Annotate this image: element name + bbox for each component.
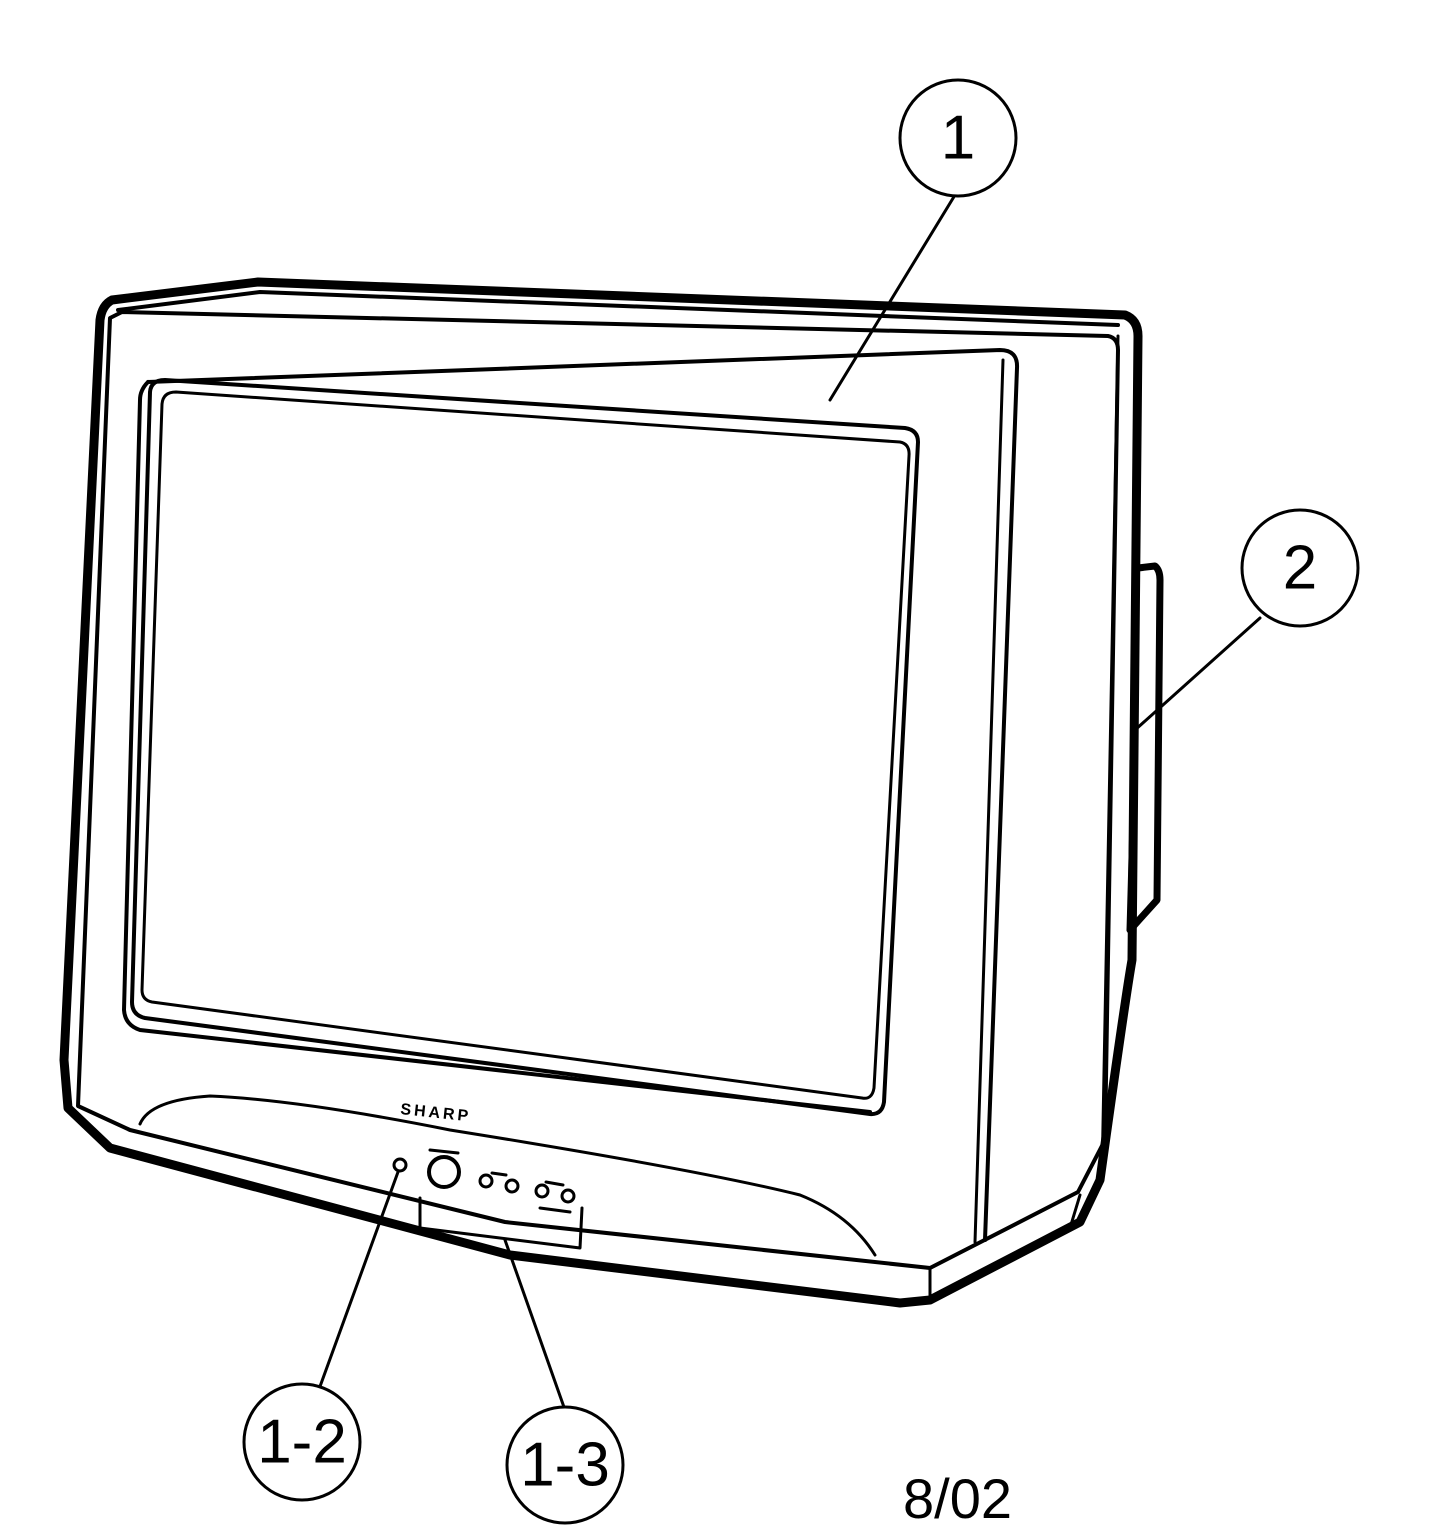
power-indicator-led xyxy=(392,1157,408,1173)
leader-line-2 xyxy=(1133,616,1262,732)
cabinet-side-line-1 xyxy=(1100,334,1120,1180)
date-code: 8/02 xyxy=(903,1467,1012,1530)
screen-surround-inner-rail xyxy=(973,358,1005,1244)
volume-label-mark xyxy=(490,1171,508,1177)
rear-side-panel-inner xyxy=(1126,568,1140,932)
control-panel-curve xyxy=(138,1094,877,1257)
front-bezel xyxy=(76,310,1120,1270)
callout-label: 1-2 xyxy=(257,1408,347,1477)
screen-outer xyxy=(130,378,920,1117)
cabinet-side-line-2 xyxy=(1068,1193,1082,1230)
callout-label: 2 xyxy=(1283,534,1317,603)
screen-inner xyxy=(140,390,911,1100)
channel-button-2 xyxy=(560,1188,576,1204)
leader-line-1-3 xyxy=(503,1238,567,1412)
channel-button-1 xyxy=(534,1183,550,1199)
channel-label-mark xyxy=(538,1180,572,1214)
callout-1-2: 1-2 xyxy=(242,1382,362,1502)
callout-1: 1 xyxy=(898,78,1018,198)
callout-label: 1 xyxy=(941,104,975,173)
leader-line-1-2 xyxy=(316,1170,400,1394)
power-button-label-mark xyxy=(428,1148,460,1155)
leader-line-1 xyxy=(828,193,957,402)
control-group-bracket xyxy=(418,1196,584,1250)
main-power-button xyxy=(427,1155,461,1189)
screen-surround xyxy=(122,348,1020,1242)
volume-button-2 xyxy=(504,1178,520,1194)
cabinet-top-edge xyxy=(116,290,1120,327)
callout-1-3: 1-3 xyxy=(505,1405,625,1525)
rear-side-panel xyxy=(1126,562,1164,934)
volume-button-1 xyxy=(478,1173,494,1189)
tv-cabinet-outline xyxy=(59,277,1143,1308)
callout-2: 2 xyxy=(1240,508,1360,628)
callout-label: 1-3 xyxy=(520,1431,610,1500)
